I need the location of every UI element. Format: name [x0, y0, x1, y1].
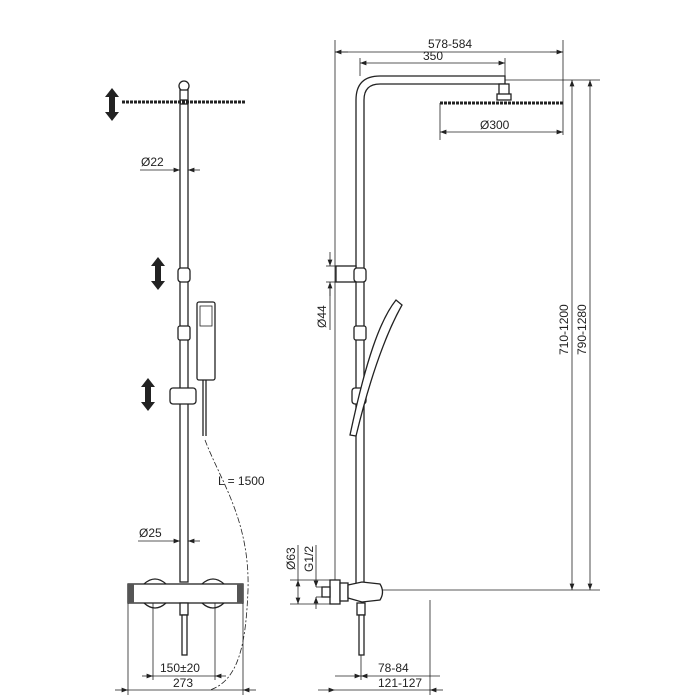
- head-diameter-dimension: [439, 103, 563, 140]
- mixer-centers-label: 150±20: [160, 661, 200, 675]
- overall-reach-label: 578-584: [428, 37, 472, 51]
- height-range-1-label: 710-1200: [557, 304, 571, 355]
- arm-length-label: 350: [423, 49, 443, 63]
- thread-label: G1/2: [302, 546, 316, 572]
- side-view: 578-584 350 Ø300 710-1200 790-1280 Ø44: [284, 37, 600, 695]
- height-range-2-label: 790-1280: [575, 304, 589, 355]
- pole-diameter-top-label: Ø22: [141, 155, 164, 169]
- hose-length-label: L = 1500: [218, 474, 265, 488]
- hose-path: [204, 439, 249, 691]
- bracket-diameter-dimension: [326, 252, 336, 330]
- pole-diameter-bottom-label: Ø25: [139, 526, 162, 540]
- wall-offset-1-label: 78-84: [378, 661, 409, 675]
- hand-shower-face: [199, 305, 213, 327]
- shower-pole: [179, 103, 189, 583]
- mixer-width-label: 273: [173, 676, 193, 690]
- pole-clamp: [353, 325, 367, 341]
- mixer-side: [321, 579, 384, 656]
- adjust-arrow-icon: [105, 88, 165, 411]
- bracket-diameter-label: Ø44: [315, 305, 329, 328]
- wall-offset-2-label: 121-127: [378, 676, 422, 690]
- extension-lines: [127, 603, 244, 695]
- arm-length-dimension: [359, 58, 506, 76]
- pole-joint: [177, 267, 191, 283]
- head-connector: [496, 93, 512, 101]
- overall-reach-dimension: [334, 40, 564, 590]
- pole-clamp: [177, 325, 191, 341]
- flange-diameter-label: Ø63: [284, 547, 298, 570]
- wall-offset-dimensions: [318, 600, 443, 695]
- wall-bracket: [335, 265, 357, 283]
- head-connector: [179, 89, 189, 101]
- pole-joint: [353, 267, 367, 283]
- hand-shower-slider: [169, 387, 197, 405]
- flange-thread-dimensions: [290, 545, 330, 609]
- height-dimensions: [364, 79, 600, 591]
- hand-shower: [349, 299, 403, 437]
- front-view: Ø22 L = 1500 Ø25 150±20: [105, 80, 265, 695]
- thermostatic-mixer: [127, 578, 244, 656]
- head-diameter-label: Ø300: [480, 118, 510, 132]
